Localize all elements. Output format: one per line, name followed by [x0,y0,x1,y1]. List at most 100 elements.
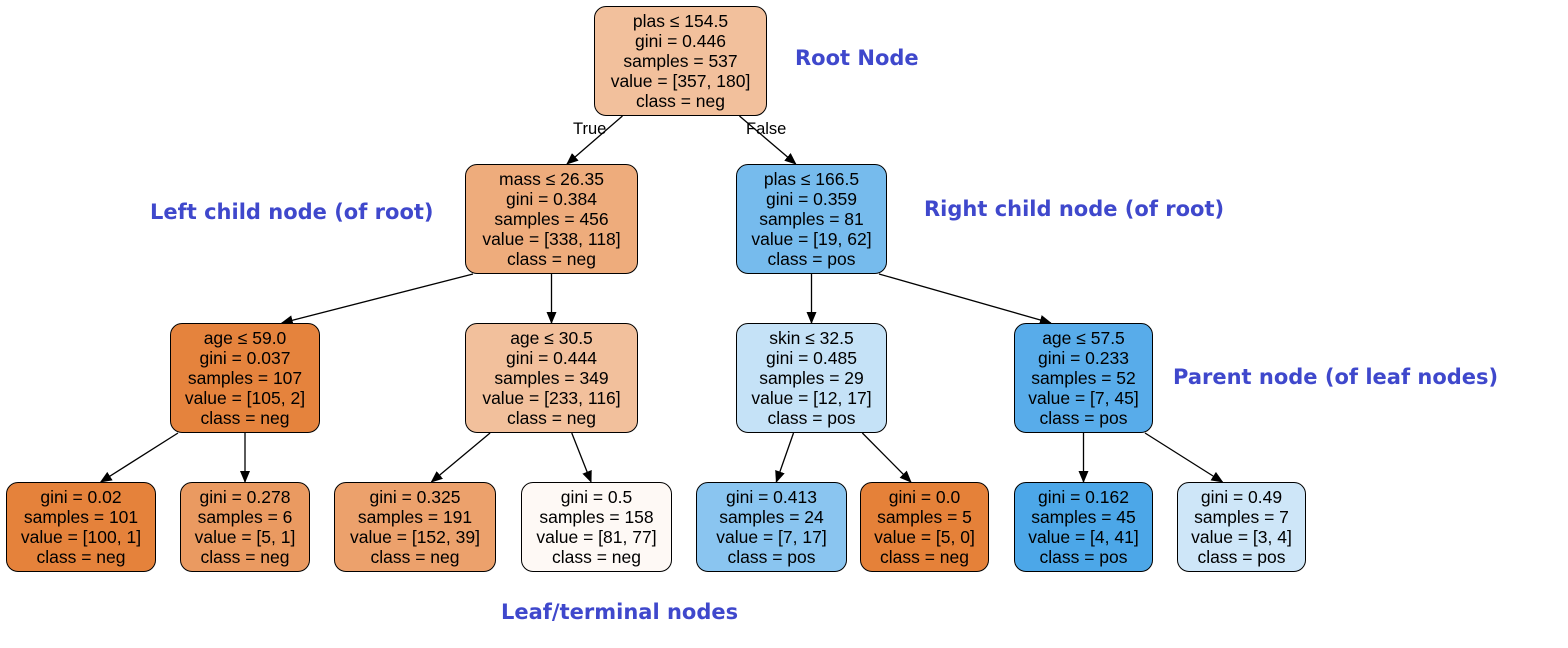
node-value-text: value = [5, 1] [194,527,296,547]
node-class-text: class = neg [879,547,969,567]
node-samples-text: samples = 29 [759,368,864,388]
node-samples-text: samples = 5 [877,507,972,527]
edge-arrow [1144,432,1224,483]
node-value-text: value = [152, 39] [350,527,480,547]
node-gini-text: gini = 0.444 [506,348,597,368]
node-split-text: age ≤ 30.5 [510,328,593,348]
edge-label: True [573,120,607,138]
node-split-text: age ≤ 57.5 [1042,328,1125,348]
left-child-annotation: Left child node (of root) [150,200,434,224]
node-samples-text: samples = 6 [197,507,293,527]
node-class-text: class = neg [551,547,641,567]
node-samples-text: samples = 537 [623,51,738,71]
node-gini-text: gini = 0.413 [726,487,817,507]
node-class-text: class = neg [200,547,290,567]
node-value-text: value = [81, 77] [536,527,657,547]
node-value-text: value = [357, 180] [610,71,751,91]
node-class-text: class = neg [506,408,596,428]
node-split-text: mass ≤ 26.35 [499,169,604,189]
node-samples-text: samples = 7 [1194,507,1289,527]
node-class-text: class = pos [1197,547,1286,567]
node-gini-text: gini = 0.49 [1200,487,1283,507]
leaf-nodes-annotation: Leaf/terminal nodes [501,600,739,624]
node-samples-text: samples = 101 [23,507,139,527]
node-gini-text: gini = 0.02 [40,487,122,507]
node-gini-text: gini = 0.446 [635,31,726,51]
node-value-text: value = [4, 41] [1028,527,1139,547]
node-class-text: class = pos [727,547,816,567]
node-class-text: class = neg [370,547,460,567]
edge-arrow [571,432,592,483]
node-samples-text: samples = 158 [539,507,654,527]
node-gini-text: gini = 0.162 [1038,487,1129,507]
edge-arrow [430,432,491,483]
node-value-text: value = [338, 118] [482,229,621,249]
node-value-text: value = [105, 2] [184,388,306,408]
node-split-text: skin ≤ 32.5 [769,328,854,348]
root-node-annotation: Root Node [795,46,919,70]
node-samples-text: samples = 45 [1031,507,1136,527]
node-class-text: class = pos [767,408,856,428]
node-gini-text: gini = 0.233 [1038,348,1129,368]
node-value-text: value = [233, 116] [482,388,621,408]
node-gini-text: gini = 0.384 [506,189,597,209]
node-split-text: plas ≤ 154.5 [632,11,729,31]
node-gini-text: gini = 0.359 [766,189,857,209]
node-class-text: class = neg [200,408,290,428]
node-samples-text: samples = 456 [494,209,609,229]
node-samples-text: samples = 349 [494,368,609,388]
node-samples-text: samples = 81 [759,209,864,229]
node-value-text: value = [7, 17] [716,527,827,547]
node-value-text: value = [5, 0] [874,527,975,547]
node-split-text: plas ≤ 166.5 [763,169,860,189]
edge-arrow [739,115,797,165]
node-gini-text: gini = 0.037 [199,348,291,368]
node-samples-text: samples = 191 [357,507,473,527]
node-gini-text: gini = 0.278 [199,487,291,507]
node-gini-text: gini = 0.325 [369,487,461,507]
node-value-text: value = [3, 4] [1191,527,1292,547]
node-gini-text: gini = 0.0 [888,487,961,507]
node-samples-text: samples = 24 [719,507,824,527]
node-value-text: value = [12, 17] [751,388,872,408]
edge-arrow [566,115,623,165]
edge-arrow [775,432,795,483]
right-child-annotation: Right child node (of root) [924,197,1225,221]
node-gini-text: gini = 0.485 [766,348,857,368]
edge-arrow [878,273,1052,325]
node-gini-text: gini = 0.5 [560,487,633,507]
node-class-text: class = pos [1039,408,1128,428]
node-class-text: class = neg [36,547,126,567]
node-class-text: class = pos [767,249,856,269]
edge-arrow [861,432,912,483]
node-value-text: value = [7, 45] [1028,388,1139,408]
node-samples-text: samples = 52 [1031,368,1136,388]
node-class-text: class = neg [506,249,596,269]
edge-arrow [99,432,179,483]
parent-node-annotation: Parent node (of leaf nodes) [1173,365,1499,389]
edge-label: False [746,120,787,138]
node-class-text: class = pos [1039,547,1128,567]
edge-arrow [280,273,474,326]
node-class-text: class = neg [635,91,725,111]
node-split-text: age ≤ 59.0 [203,328,287,348]
node-value-text: value = [19, 62] [751,229,872,249]
node-value-text: value = [100, 1] [20,527,142,547]
